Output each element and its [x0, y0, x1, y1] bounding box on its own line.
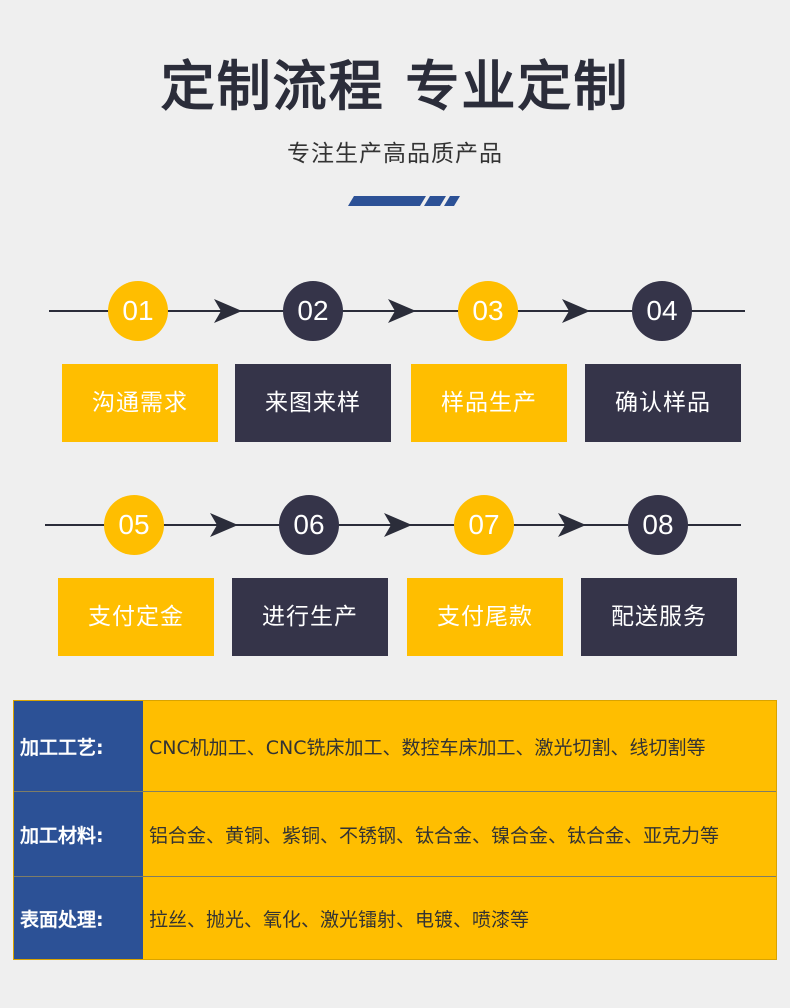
step-label-05: 支付定金	[58, 578, 214, 656]
arrow-right-icon	[210, 513, 238, 537]
step-number-02: 02	[283, 281, 343, 341]
step-number-04: 04	[632, 281, 692, 341]
page-subtitle: 专注生产高品质产品	[287, 141, 503, 167]
step-label-06: 进行生产	[232, 578, 388, 656]
step-label-02: 来图来样	[235, 364, 391, 442]
row-divider	[14, 876, 776, 877]
spec-value: 铝合金、黄铜、紫铜、不锈钢、钛合金、镍合金、钛合金、亚克力等	[143, 792, 776, 876]
spec-label: 加工工艺:	[14, 701, 143, 791]
decorative-stripes	[348, 196, 460, 206]
row-divider	[14, 791, 776, 792]
step-label-04: 确认样品	[585, 364, 741, 442]
step-number-03: 03	[458, 281, 518, 341]
step-number-08: 08	[628, 495, 688, 555]
spec-value: CNC机加工、CNC铣床加工、数控车床加工、激光切割、线切割等	[143, 701, 776, 791]
page-title: 定制流程 专业定制	[160, 55, 630, 118]
step-number-06: 06	[279, 495, 339, 555]
spec-value: 拉丝、抛光、氧化、激光镭射、电镀、喷漆等	[143, 877, 776, 959]
arrow-right-icon	[214, 299, 242, 323]
spec-label: 加工材料:	[14, 792, 143, 876]
arrow-right-icon	[388, 299, 416, 323]
flow-row-1: 01 02 03 04	[0, 281, 790, 351]
step-label-08: 配送服务	[581, 578, 737, 656]
flow-row-2: 05 06 07 08	[0, 495, 790, 565]
arrow-right-icon	[562, 299, 590, 323]
spec-row-process: 加工工艺: CNC机加工、CNC铣床加工、数控车床加工、激光切割、线切割等	[14, 701, 776, 791]
step-number-07: 07	[454, 495, 514, 555]
spec-row-surface: 表面处理: 拉丝、抛光、氧化、激光镭射、电镀、喷漆等	[14, 877, 776, 959]
spec-table: 加工工艺: CNC机加工、CNC铣床加工、数控车床加工、激光切割、线切割等 加工…	[13, 700, 777, 960]
spec-row-material: 加工材料: 铝合金、黄铜、紫铜、不锈钢、钛合金、镍合金、钛合金、亚克力等	[14, 792, 776, 876]
step-number-01: 01	[108, 281, 168, 341]
spec-label: 表面处理:	[14, 877, 143, 959]
step-label-01: 沟通需求	[62, 364, 218, 442]
step-label-03: 样品生产	[411, 364, 567, 442]
step-number-05: 05	[104, 495, 164, 555]
arrow-right-icon	[384, 513, 412, 537]
arrow-right-icon	[558, 513, 586, 537]
step-label-07: 支付尾款	[407, 578, 563, 656]
